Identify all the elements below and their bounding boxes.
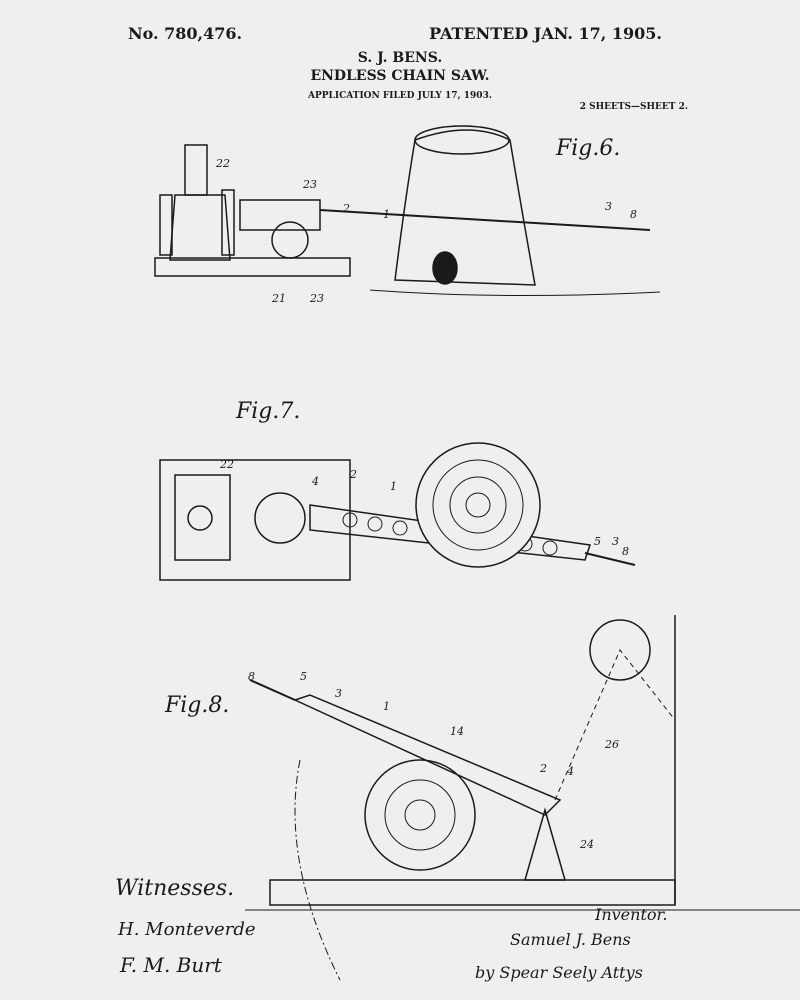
ref-numeral: 4 bbox=[566, 765, 574, 778]
saw-chain bbox=[319, 209, 651, 231]
ref-numeral: 2 bbox=[342, 202, 350, 215]
log-cross-section bbox=[415, 442, 541, 568]
inventor-name: S. J. BENS. bbox=[357, 50, 443, 66]
ref-numeral: 8 bbox=[630, 208, 637, 221]
engine-base bbox=[154, 257, 351, 277]
ref-numeral: 22 bbox=[219, 458, 234, 471]
ref-numeral: 5 bbox=[300, 670, 307, 683]
ref-numeral: 2 bbox=[349, 468, 357, 481]
log bbox=[364, 759, 476, 871]
ref-numeral: 3 bbox=[335, 687, 342, 700]
witnesses-label: Witnesses. bbox=[115, 876, 234, 901]
saw-base bbox=[269, 879, 676, 906]
patent-number: No. 780,476. bbox=[128, 24, 243, 43]
ref-numeral: 3 bbox=[612, 535, 619, 548]
inventor-signature: Samuel J. Bens bbox=[510, 930, 631, 949]
fig8-label: Fig.8. bbox=[164, 693, 229, 718]
ref-numeral: 26 bbox=[604, 738, 619, 751]
ref-numeral: 24 bbox=[579, 838, 594, 851]
ref-numeral: 5 bbox=[594, 535, 601, 548]
sheet-number: 2 SHEETS—SHEET 2. bbox=[579, 102, 688, 112]
application-date: APPLICATION FILED JULY 17, 1903. bbox=[308, 91, 492, 101]
ref-numeral: 23 bbox=[309, 292, 324, 305]
gear bbox=[271, 221, 309, 259]
patent-title: ENDLESS CHAIN SAW. bbox=[310, 68, 490, 84]
engine-frame-top bbox=[159, 459, 351, 581]
pulley bbox=[589, 619, 651, 681]
figure-7: Fig.7. 22 2 4 1 5 3 8 bbox=[159, 399, 636, 581]
engine-cylinder bbox=[184, 144, 208, 196]
ref-numeral: 3 bbox=[605, 200, 612, 213]
chain-bar-side bbox=[292, 694, 562, 816]
ref-numeral: 4 bbox=[311, 475, 319, 488]
ref-numeral: 21 bbox=[271, 292, 286, 305]
saw-stand bbox=[524, 807, 566, 881]
engine-frame bbox=[169, 194, 231, 261]
figure-6: Fig.6. 22 23 2 1 3 8 21 23 bbox=[154, 125, 661, 305]
patented-date: PATENTED JAN. 17, 1905. bbox=[429, 24, 662, 43]
witness-signature-1: H. Monteverde bbox=[117, 919, 256, 940]
fig6-label: Fig.6. bbox=[555, 136, 620, 161]
ref-numeral: 22 bbox=[215, 157, 230, 170]
ref-numeral: 8 bbox=[622, 545, 629, 558]
ref-numeral: 8 bbox=[248, 670, 255, 683]
figure-8: Fig.8. 8 5 3 1 14 2 4 26 24 bbox=[164, 615, 800, 981]
ref-numeral: 1 bbox=[390, 480, 397, 493]
attorney-signature: by Spear Seely Attys bbox=[475, 963, 643, 982]
fig7-label: Fig.7. bbox=[235, 399, 300, 424]
tree-stump bbox=[394, 129, 536, 286]
gear-housing bbox=[239, 199, 321, 231]
ref-numeral: 1 bbox=[383, 208, 390, 221]
ref-numeral: 23 bbox=[302, 178, 317, 191]
ref-numeral: 14 bbox=[450, 725, 464, 738]
ref-numeral: 1 bbox=[383, 700, 390, 713]
ref-numeral: 2 bbox=[539, 762, 547, 775]
inventor-label: Inventor. bbox=[594, 905, 667, 924]
witness-signature-2: F. M. Burt bbox=[119, 953, 223, 977]
drive-gear bbox=[254, 492, 306, 544]
